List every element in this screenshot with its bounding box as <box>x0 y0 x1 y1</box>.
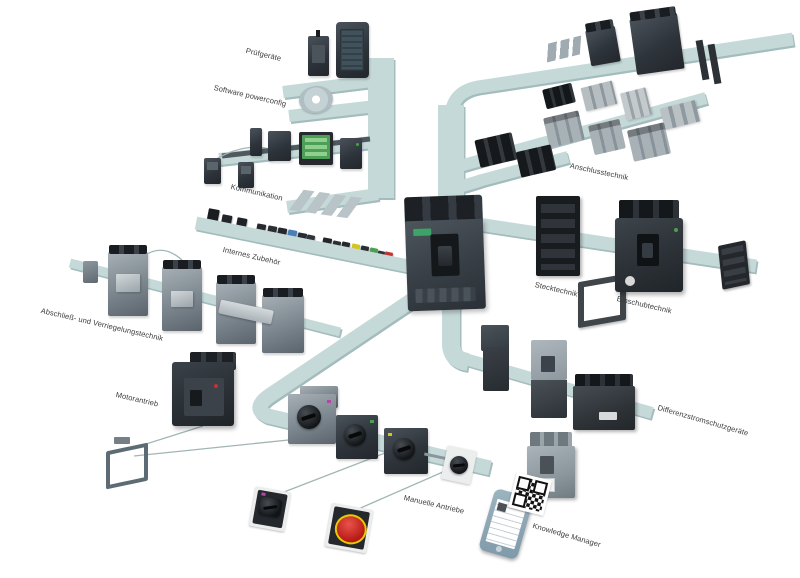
document-thumbnail <box>496 502 508 513</box>
adapter-window <box>241 166 251 174</box>
breaker-terminals <box>619 200 679 220</box>
marker-yellow <box>388 433 392 436</box>
rotary-knob <box>344 424 366 446</box>
module-body <box>483 347 509 391</box>
toggle-handle <box>437 245 453 267</box>
rotary-handle-breaker <box>336 415 378 459</box>
panel-studs <box>721 244 747 286</box>
rcd-module-4pole <box>573 374 635 430</box>
rotary-knob <box>297 405 321 429</box>
handheld-adapter <box>238 162 254 188</box>
frame-tag <box>114 437 130 444</box>
status-led <box>356 143 359 146</box>
toggle-handle <box>642 243 653 258</box>
handle-base <box>252 489 288 529</box>
screen-content <box>342 31 362 69</box>
rcd-add-on-module <box>479 325 511 391</box>
breaker-upper <box>531 340 567 380</box>
locking-attachment <box>116 274 140 292</box>
brand-green-badge <box>413 228 432 237</box>
door-handle-black <box>248 486 292 532</box>
locking-breaker <box>162 260 202 331</box>
motor-operator <box>172 362 234 426</box>
rear-interface-panel <box>717 240 751 290</box>
rail-end-connector <box>83 261 98 283</box>
socket-terminals <box>540 190 576 198</box>
residual-current-breaker <box>531 340 567 418</box>
power-meter <box>299 132 333 165</box>
breaker-terminals <box>530 432 572 448</box>
locking-attachment <box>171 291 193 307</box>
communication-module <box>340 138 362 169</box>
plug-in-socket <box>536 196 580 276</box>
device-screen <box>340 29 364 71</box>
meter-readout <box>305 138 327 156</box>
communication-module <box>268 131 291 161</box>
rotary-knob <box>393 438 415 460</box>
marker-green <box>370 420 374 423</box>
status-led <box>674 228 678 232</box>
toggle-recess <box>637 234 659 266</box>
rating-label <box>599 412 617 420</box>
status-led <box>214 384 218 388</box>
toggle-recess <box>540 456 554 474</box>
marker-magenta <box>327 400 331 403</box>
adapter-window <box>207 162 218 170</box>
logo-dot <box>625 276 635 286</box>
breaker-lower <box>531 380 567 418</box>
breaker-terminals <box>109 245 147 254</box>
breaker-terminals <box>263 288 303 297</box>
breaker-terminals <box>163 260 201 269</box>
test-device-handheld <box>336 22 369 78</box>
antenna-icon <box>316 30 320 37</box>
rotary-handle-breaker <box>288 394 336 444</box>
marker-magenta <box>261 492 266 496</box>
home-button <box>495 545 503 553</box>
test-device-small <box>308 30 329 76</box>
module-terminals <box>575 374 633 388</box>
main-circuit-breaker <box>404 194 486 312</box>
drawout-breaker <box>615 200 683 292</box>
usb-stick <box>250 128 262 156</box>
rotary-knob <box>448 454 470 476</box>
socket-studs <box>541 204 575 270</box>
motor-window <box>190 390 202 406</box>
qr-finder <box>532 479 549 496</box>
toggle-recess <box>430 233 460 277</box>
terminal-cover-box <box>584 18 621 67</box>
handle-base <box>327 506 371 550</box>
toggle-recess <box>541 356 555 372</box>
meter-display <box>302 135 330 159</box>
rotary-knob <box>257 496 283 518</box>
motor-face <box>184 378 224 416</box>
module-body <box>573 386 635 430</box>
breaker-terminals <box>217 275 255 284</box>
locking-breaker <box>108 245 148 316</box>
terminal-cover-box-large <box>629 6 685 76</box>
module-top <box>481 325 509 351</box>
device-screen <box>312 45 325 63</box>
door-handle-emergency <box>324 502 374 554</box>
breaker-accessory-slots <box>415 286 476 304</box>
rotary-handle-breaker <box>384 428 428 474</box>
handheld-adapter <box>204 158 221 184</box>
emergency-rotary-knob <box>332 511 370 547</box>
